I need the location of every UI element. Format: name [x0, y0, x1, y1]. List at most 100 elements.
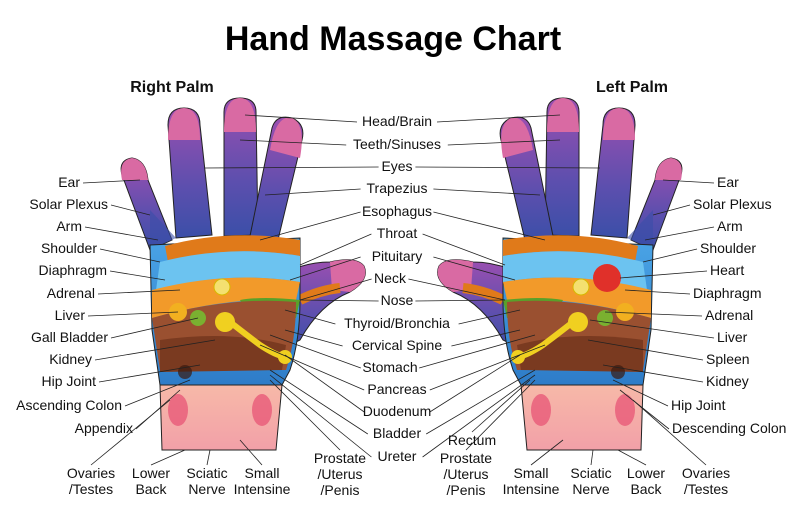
center-label-bladder: Bladder [373, 425, 422, 441]
leader-line [530, 439, 564, 466]
chart-title: Hand Massage Chart [225, 20, 561, 58]
left-bottom-label-3-1: Nerve [572, 481, 610, 497]
right-bottom-label-3-0: Small [244, 465, 279, 481]
leader-line [408, 278, 506, 301]
right-palm-heading: Right Palm [130, 79, 214, 96]
leader-line [652, 204, 691, 216]
leader-line [604, 311, 703, 317]
left-bottom-label-1-0: Prostate [440, 450, 492, 466]
center-label-ureter: Ureter [378, 448, 417, 464]
left-bottom-label-2-0: Small [513, 465, 548, 481]
left-palm-label-kidney: Kidney [706, 373, 749, 389]
center-label-head-brain: Head/Brain [362, 113, 432, 129]
leader-line [471, 379, 531, 433]
right-bottom-label-3-1: Intensine [234, 481, 291, 497]
right-palm-label-solar-plexus: Solar Plexus [29, 196, 108, 212]
leader-line [99, 248, 161, 263]
leader-line [97, 289, 181, 295]
right-palm-label-adrenal: Adrenal [47, 285, 95, 301]
left-palm-label-spleen: Spleen [706, 351, 750, 367]
leader-line [624, 289, 691, 295]
leader-line [429, 344, 546, 391]
right-bottom-label-1-0: Lower [132, 465, 170, 481]
leader-line [415, 166, 601, 169]
leader-line [433, 211, 546, 241]
leader-line [425, 369, 536, 435]
leader-line [284, 309, 336, 325]
leader-line [94, 339, 216, 361]
right-bottom-label-4-1: /Uterus [317, 466, 362, 482]
center-label-trapezius: Trapezius [367, 180, 428, 196]
right-palm-label-arm: Arm [56, 218, 82, 234]
leader-line [124, 379, 191, 407]
right-palm-hand [121, 98, 365, 450]
leader-line [110, 317, 199, 339]
left-palm-label-solar-plexus: Solar Plexus [693, 196, 772, 212]
leader-line [644, 226, 715, 241]
center-label-teeth-sinuses: Teeth/Sinuses [353, 136, 441, 152]
right-palm-label-ear: Ear [58, 174, 80, 190]
leader-line [619, 270, 708, 279]
left-bottom-label-0-0: Rectum [448, 432, 496, 448]
leader-line [429, 354, 521, 413]
leader-line [422, 233, 506, 266]
leader-line [84, 226, 159, 241]
left-bottom-label-5-1: /Testes [684, 481, 728, 497]
left-bottom-label-5-0: Ovaries [682, 465, 730, 481]
right-palm-label-diaphragm: Diaphragm [39, 262, 107, 278]
right-palm-label-gall-bladder: Gall Bladder [31, 329, 108, 345]
left-bottom-label-3-0: Sciatic [570, 465, 611, 481]
leader-line [264, 188, 361, 196]
center-label-eyes: Eyes [381, 158, 412, 174]
leader-line [82, 179, 141, 184]
right-palm-label-ascending-colon: Ascending Colon [16, 397, 122, 413]
leader-line [619, 389, 670, 430]
heart-zone [593, 264, 621, 292]
left-bottom-label-4-0: Lower [627, 465, 665, 481]
left-palm-label-diaphragm: Diaphragm [693, 285, 761, 301]
leader-line [284, 354, 365, 413]
leader-line [632, 399, 707, 466]
right-bottom-label-0-0: Ovaries [67, 465, 115, 481]
left-bottom-label-1-2: /Penis [447, 482, 486, 498]
leader-line [587, 339, 704, 361]
right-palm-label-kidney: Kidney [49, 351, 92, 367]
left-palm-label-descending-colon: Descending Colon [672, 420, 786, 436]
leader-line [110, 204, 151, 216]
left-palm-hand [438, 98, 682, 450]
right-palm-label-liver: Liver [55, 307, 86, 323]
left-palm-label-ear: Ear [717, 174, 739, 190]
leader-line [422, 374, 536, 458]
leader-line [98, 364, 201, 383]
left-palm-label-arm: Arm [717, 218, 743, 234]
left-palm-heading: Left Palm [596, 79, 668, 96]
leader-line [269, 369, 369, 435]
leader-line [259, 344, 365, 391]
center-label-duodenum: Duodenum [363, 403, 432, 419]
leader-line [433, 188, 541, 196]
leader-line [90, 399, 171, 466]
leader-line [602, 364, 704, 383]
center-label-thyroid-bronchia: Thyroid/Bronchia [344, 315, 450, 331]
leader-line [451, 329, 521, 347]
leader-line [87, 311, 179, 317]
leader-line [436, 114, 561, 123]
leader-line [269, 334, 361, 369]
leader-line [269, 374, 372, 458]
leader-line [244, 114, 358, 123]
right-bottom-label-0-1: /Testes [69, 481, 113, 497]
leader-line [447, 139, 561, 146]
leader-line [433, 256, 516, 281]
leader-line [299, 278, 372, 301]
center-label-stomach: Stomach [362, 359, 417, 375]
leader-line [289, 256, 361, 281]
center-label-pituitary: Pituitary [372, 248, 423, 264]
center-label-nose: Nose [381, 292, 414, 308]
leader-line [269, 379, 341, 451]
left-bottom-label-2-1: Intensine [503, 481, 560, 497]
right-bottom-label-4-2: /Penis [321, 482, 360, 498]
leader-line [458, 309, 521, 325]
leader-line [239, 439, 263, 466]
